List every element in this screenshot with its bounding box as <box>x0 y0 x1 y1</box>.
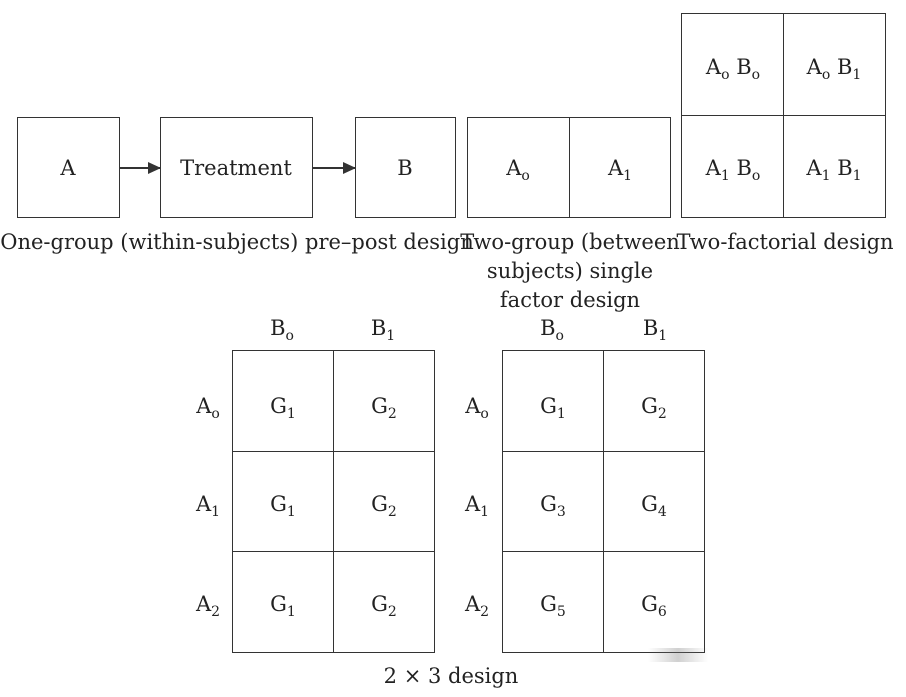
two-group-caption-line-2: subjects) single <box>486 259 654 283</box>
left-grid-label-0-1: G2 <box>371 394 397 422</box>
left-grid-row-header-a0: Ao <box>196 394 220 422</box>
factorial-label-a1-b1: A1 B1 <box>806 156 862 184</box>
right-grid-col-header-b0: Bo <box>540 316 564 344</box>
treatment-label: Treatment <box>180 156 292 180</box>
post-test-box <box>355 117 456 218</box>
post-test-label: B <box>397 156 413 180</box>
pre-post-caption: One-group (within-subjects) pre–post des… <box>0 230 474 254</box>
left-grid-col-header-b0: Bo <box>270 316 294 344</box>
arrow-to-treatment <box>120 163 161 173</box>
left-grid-col-header-b1: B1 <box>370 316 396 344</box>
left-grid-cell-1-1 <box>333 451 435 553</box>
left-grid-cell-1-0 <box>232 451 335 553</box>
two-group-caption: Two-group (between subjects) single fact… <box>460 228 680 315</box>
factorial-cell-a1-b1 <box>783 115 886 218</box>
right-grid-cell-2-1 <box>603 551 705 653</box>
two-group-label-left: Ao <box>506 156 530 184</box>
left-grid-cell-0-0 <box>232 350 335 453</box>
left-grid-label-2-0: G1 <box>270 592 296 620</box>
right-grid-label-2-1: G6 <box>641 592 667 620</box>
left-grid-row-header-a1: A1 <box>195 492 221 520</box>
left-grid-label-2-1: G2 <box>371 592 397 620</box>
arrow-to-post-test <box>313 163 356 173</box>
left-grid-cell-2-1 <box>333 551 435 653</box>
right-grid-row-header-a1: A1 <box>464 492 490 520</box>
left-grid-row-header-a2: A2 <box>195 592 221 620</box>
two-group-caption-line-1: Two-group (between <box>460 230 680 254</box>
treatment-box <box>160 117 313 218</box>
grid-caption: 2 × 3 design <box>383 664 519 688</box>
left-grid-label-1-1: G2 <box>371 492 397 520</box>
pre-test-label: A <box>60 156 76 180</box>
factorial-label-a0-b0: Ao Bo <box>705 55 761 83</box>
right-grid-cell-2-0 <box>502 551 605 653</box>
right-grid-row-header-a2: A2 <box>464 592 490 620</box>
right-grid-label-0-1: G2 <box>641 394 667 422</box>
left-grid-label-0-0: G1 <box>270 394 296 422</box>
left-grid-cell-0-1 <box>333 350 435 453</box>
pre-test-box <box>17 117 120 218</box>
right-grid-cell-0-1 <box>603 350 705 453</box>
right-grid-col-header-b1: B1 <box>642 316 668 344</box>
right-grid-cell-0-0 <box>502 350 605 453</box>
two-group-caption-line-3: factor design <box>499 288 641 312</box>
factorial-label-a1-b0: A1 Bo <box>705 156 761 184</box>
factorial-label-a0-b1: Ao B1 <box>806 55 862 83</box>
right-grid-label-0-0: G1 <box>540 394 566 422</box>
right-grid-label-1-0: G3 <box>540 492 566 520</box>
factorial-caption: Two-factorial design <box>676 230 894 254</box>
right-grid-label-1-1: G4 <box>641 492 667 520</box>
two-group-cell-right <box>569 117 671 218</box>
two-group-label-right: A1 <box>607 156 633 184</box>
factorial-cell-a0-b0 <box>681 13 785 117</box>
left-grid-cell-2-0 <box>232 551 335 653</box>
left-grid-label-1-0: G1 <box>270 492 296 520</box>
right-grid-row-header-a0: Ao <box>465 394 489 422</box>
scan-smudge <box>648 648 708 662</box>
right-grid-cell-1-1 <box>603 451 705 553</box>
right-grid-label-2-0: G5 <box>540 592 566 620</box>
factorial-cell-a0-b1 <box>783 13 886 117</box>
factorial-cell-a1-b0 <box>681 115 785 218</box>
right-grid-cell-1-0 <box>502 451 605 553</box>
